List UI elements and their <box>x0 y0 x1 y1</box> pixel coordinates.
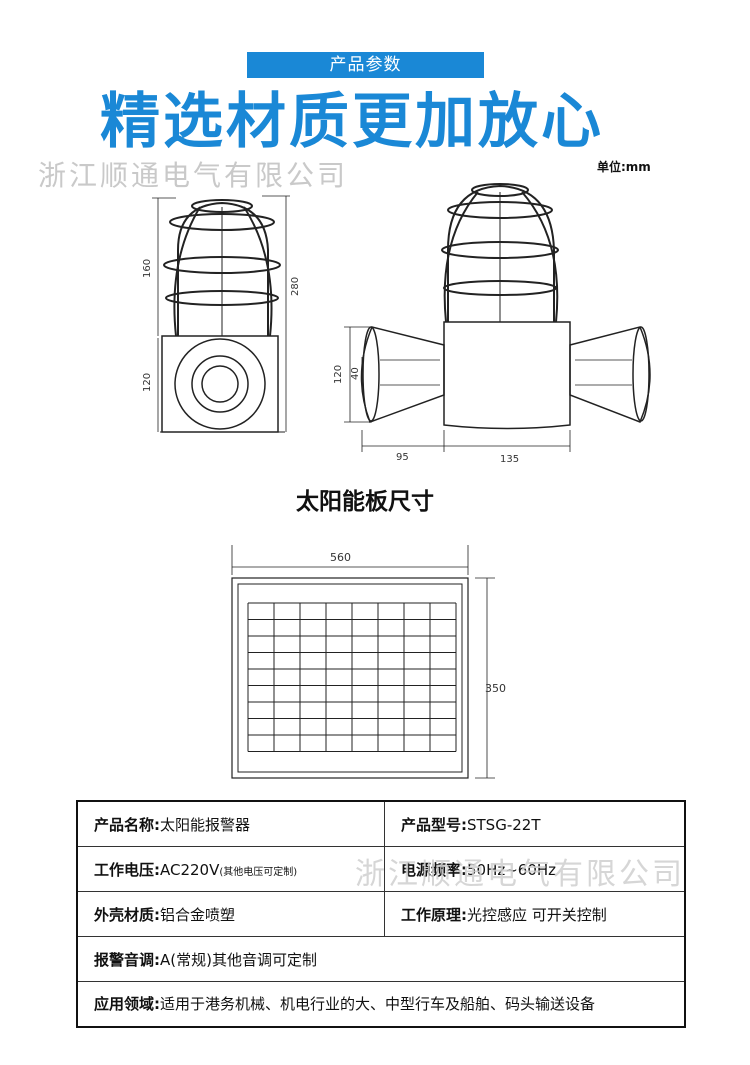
watermark-text-2: 浙江顺通电气有限公司 <box>355 857 685 892</box>
section-badge: 产品参数 <box>247 52 484 78</box>
dim-280: 280 <box>290 277 301 296</box>
headline: 精选材质更加放心 <box>100 87 604 157</box>
table-row: 工作电压:AC220V(其他电压可定制) 电源频率:50Hz~60Hz <box>76 846 686 892</box>
dim-95: 95 <box>396 452 409 463</box>
table-cell: 电源频率:50Hz~60Hz <box>384 846 686 892</box>
table-cell: 外壳材质:铝合金喷塑 <box>76 891 385 937</box>
table-cell: 报警音调:A(常规)其他音调可定制 <box>76 936 686 982</box>
spec-label: 产品型号: <box>401 815 467 834</box>
spec-label: 报警音调: <box>94 950 160 969</box>
dim-135: 135 <box>500 454 519 465</box>
spec-label: 应用领域: <box>94 995 160 1013</box>
spec-label: 产品名称: <box>94 815 160 834</box>
spec-value: AC220V <box>160 860 220 879</box>
spec-label: 工作电压: <box>94 860 160 879</box>
unit-label: 单位:mm <box>597 160 651 174</box>
watermark-text: 浙江顺通电气有限公司 <box>38 159 349 192</box>
table-cell: 应用领域:适用于港务机械、机电行业的大、中型行车及船舶、码头输送设备 <box>76 981 686 1028</box>
table-cell: 产品型号:STSG-22T <box>384 800 686 847</box>
solar-cell-grid <box>247 602 457 752</box>
spec-value: 光控感应 可开关控制 <box>467 905 607 924</box>
left-horn <box>360 326 445 423</box>
spec-value: A(常规)其他音调可定制 <box>160 950 317 969</box>
dim-120-left: 120 <box>142 373 153 392</box>
table-cell: 工作原理:光控感应 可开关控制 <box>384 891 686 937</box>
table-cell: 工作电压:AC220V(其他电压可定制) <box>76 846 385 892</box>
spec-value: 太阳能报警器 <box>160 815 251 834</box>
table-row: 报警音调:A(常规)其他音调可定制 <box>76 936 686 982</box>
solar-panel <box>231 545 495 779</box>
table-row: 产品名称:太阳能报警器 产品型号:STSG-22T <box>76 800 686 847</box>
alarm-side-base <box>443 321 571 430</box>
right-horn <box>569 326 651 423</box>
alarm-dome <box>177 201 269 336</box>
spec-value: 适用于港务机械、机电行业的大、中型行车及船舶、码头输送设备 <box>160 995 596 1013</box>
spec-label: 电源频率: <box>401 860 467 879</box>
alarm-front-view <box>152 195 290 433</box>
spec-value: 铝合金喷塑 <box>160 905 236 924</box>
dim-160: 160 <box>142 259 153 278</box>
spec-label: 外壳材质: <box>94 905 160 924</box>
table-row: 应用领域:适用于港务机械、机电行业的大、中型行车及船舶、码头输送设备 <box>76 981 686 1028</box>
dimension-drawing: 160 280 120 120 40 95 135 <box>142 183 651 779</box>
spec-value: STSG-22T <box>467 815 541 834</box>
solar-width-label: 560 <box>330 551 351 564</box>
solar-panel-title: 太阳能板尺寸 <box>296 489 434 515</box>
spec-value: 50Hz~60Hz <box>467 860 557 879</box>
spec-label: 工作原理: <box>401 905 467 924</box>
spec-table: 产品名称:太阳能报警器 产品型号:STSG-22T 工作电压:AC220V(其他… <box>76 800 686 1028</box>
dim-120-right: 120 <box>333 365 344 384</box>
alarm-side-view <box>344 183 651 452</box>
dim-40: 40 <box>350 367 361 380</box>
table-row: 外壳材质:铝合金喷塑 工作原理:光控感应 可开关控制 <box>76 891 686 937</box>
table-cell: 产品名称:太阳能报警器 <box>76 800 385 847</box>
spec-note: (其他电压可定制) <box>219 866 298 878</box>
alarm-base <box>161 335 279 433</box>
solar-height-label: 350 <box>485 682 506 695</box>
